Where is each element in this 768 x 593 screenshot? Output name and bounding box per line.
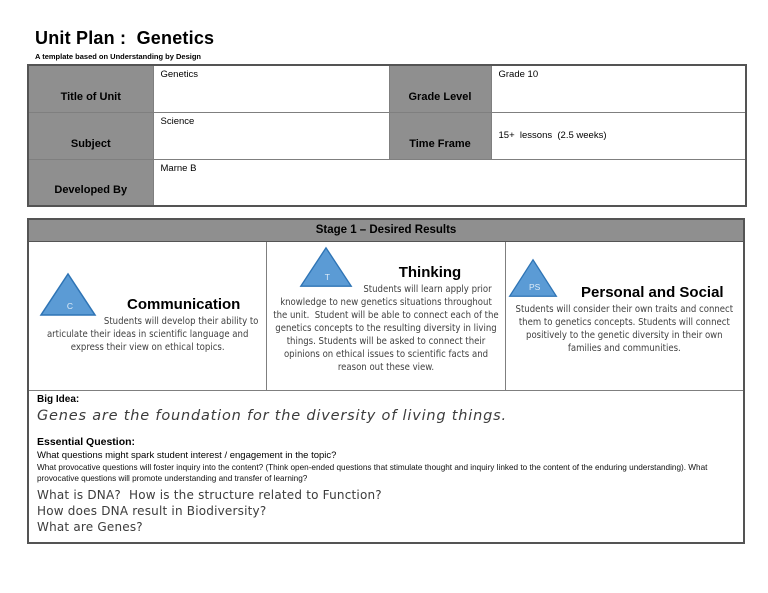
essential-question-list: What is DNA? How is the structure relate… [29,484,743,537]
time-frame-label: Time Frame [388,111,492,160]
thinking-cell: T Thinking Students will learn apply pri… [267,242,506,390]
thinking-text: Students will learn apply prior knowledg… [273,284,502,373]
thinking-triangle-icon: T [299,246,355,288]
thinking-badge: T [324,272,330,282]
page-title: Unit Plan : Genetics [35,28,215,48]
competencies-row: C Communication Students will develop th… [29,242,743,391]
personal-social-triangle-icon: PS [508,258,562,298]
stage1-section: Stage 1 – Desired Results C Communicatio… [27,218,745,544]
thinking-title: Thinking [398,264,462,281]
communication-title: Communication [126,296,241,313]
subject-label: Subject [27,111,154,160]
communication-badge: C [66,301,74,311]
title-of-unit-label: Title of Unit [27,64,154,113]
developed-by-value: Marne B [152,158,747,207]
big-idea-text: Genes are the foundation for the diversi… [37,408,507,424]
essential-question-detail: What provocative questions will foster i… [37,463,708,483]
essential-question-label: Essential Question: [37,436,136,448]
essential-question-prompt: What questions might spark student inter… [37,450,337,461]
big-idea-label: Big Idea: [37,394,80,405]
grade-level-value: Grade 10 [490,64,747,113]
essential-question-2: How does DNA result in Biodiversity? [37,504,267,518]
table-row: Subject Science Time Frame 15+ lessons (… [27,111,747,160]
developed-by-label: Developed By [27,158,154,207]
personal-social-badge: PS [528,282,541,292]
subject-value: Science [152,111,390,160]
personal-social-title: Personal and Social [581,284,724,301]
personal-social-cell: PS Personal and Social Students will con… [506,242,743,390]
title-of-unit-value: Genetics [152,64,390,113]
time-frame-value: 15+ lessons (2.5 weeks) [490,111,747,160]
communication-text: Students will develop their ability to a… [46,316,262,353]
grade-level-label: Grade Level [388,64,492,113]
essential-question-1: What is DNA? How is the structure relate… [37,488,382,502]
big-idea-essential-question-cell: Big Idea: Genes are the foundation for t… [29,391,743,542]
page-subtitle: A template based on Understanding by Des… [35,52,201,61]
table-row: Developed By Marne B [27,158,747,207]
stage1-header: Stage 1 – Desired Results [29,220,743,242]
communication-triangle-icon: C [39,272,101,317]
essential-question-3: What are Genes? [37,520,143,534]
unit-info-table: Title of Unit Genetics Grade Level Grade… [27,64,747,207]
table-row: Title of Unit Genetics Grade Level Grade… [27,64,747,113]
personal-social-text: Students will consider their own traits … [515,304,736,354]
communication-cell: C Communication Students will develop th… [29,242,268,390]
